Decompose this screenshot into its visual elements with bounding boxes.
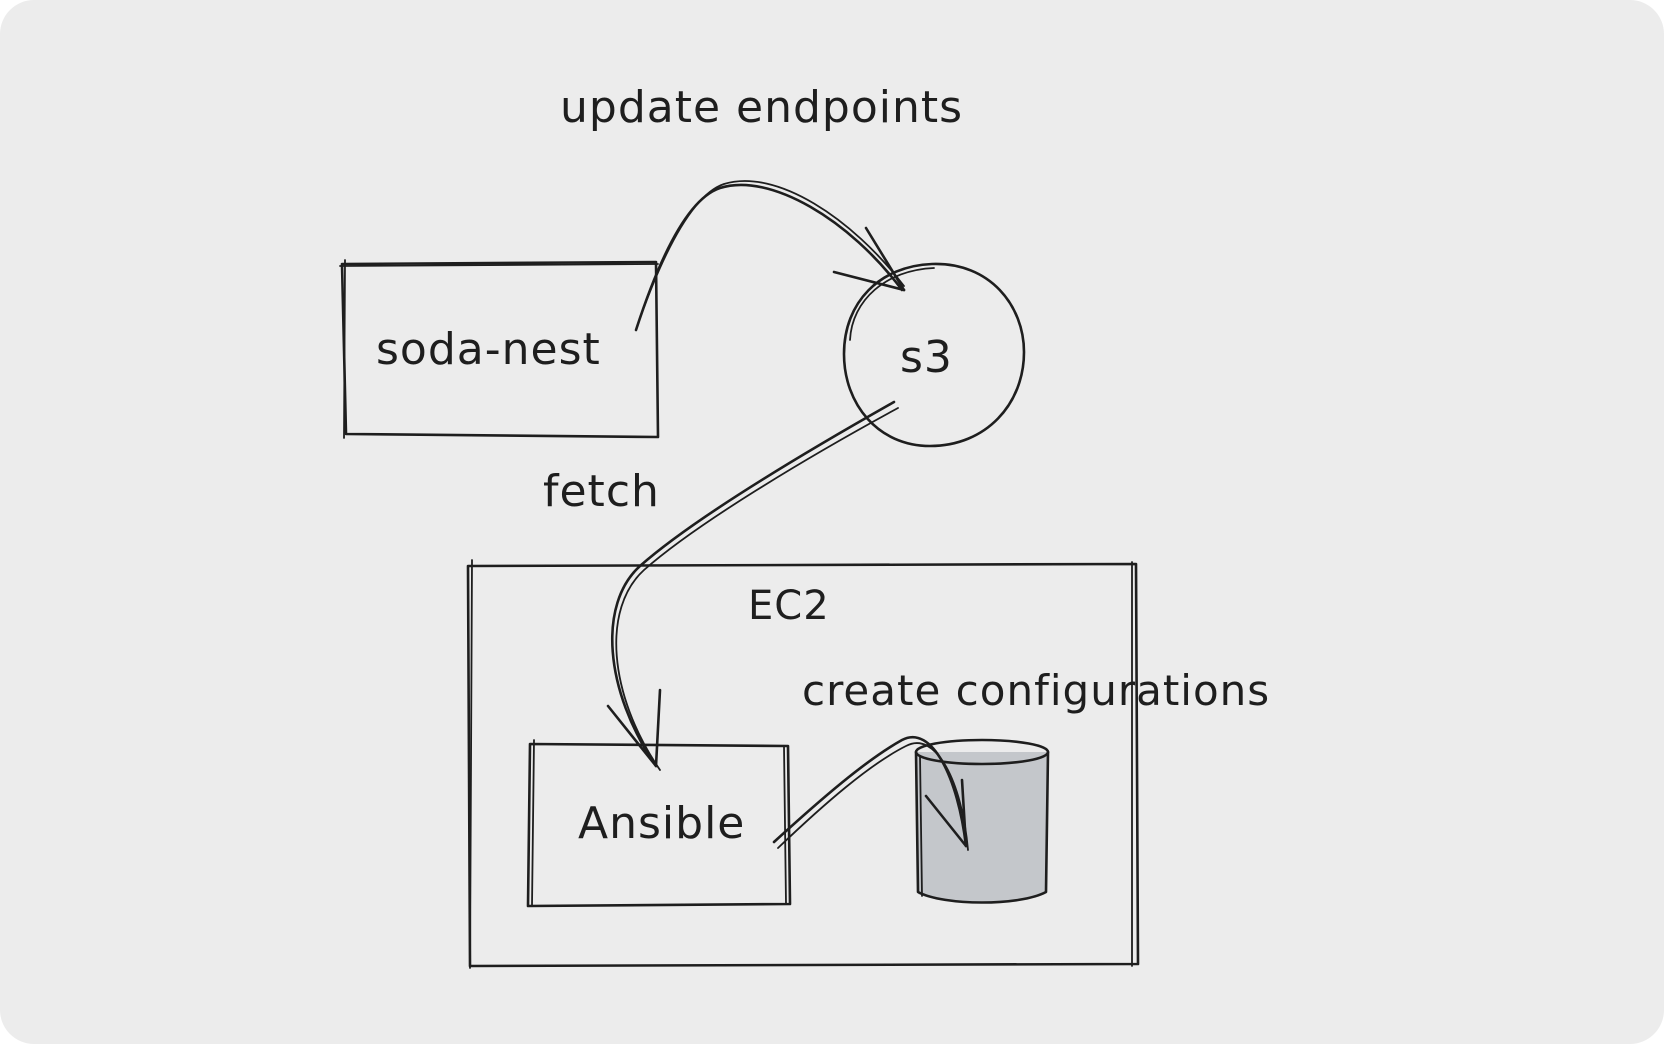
ec2-label: EC2 [748,583,830,629]
soda-nest-box[interactable] [339,259,660,439]
storage-cylinder[interactable] [914,738,1050,904]
create-configurations-arrow [772,736,969,851]
s3-label: s3 [900,332,953,383]
soda-nest-label: soda-nest [376,324,601,375]
fetch-label: fetch [543,466,660,517]
update-endpoints-arrow [634,180,906,332]
update-endpoints-label: update endpoints [560,82,964,133]
ansible-box[interactable] [526,739,792,908]
ec2-container[interactable] [466,559,1140,969]
fetch-arrow [606,400,899,771]
s3-node[interactable] [842,262,1026,448]
create-configurations-label: create configurations [802,666,1271,715]
ansible-label: Ansible [578,798,746,849]
